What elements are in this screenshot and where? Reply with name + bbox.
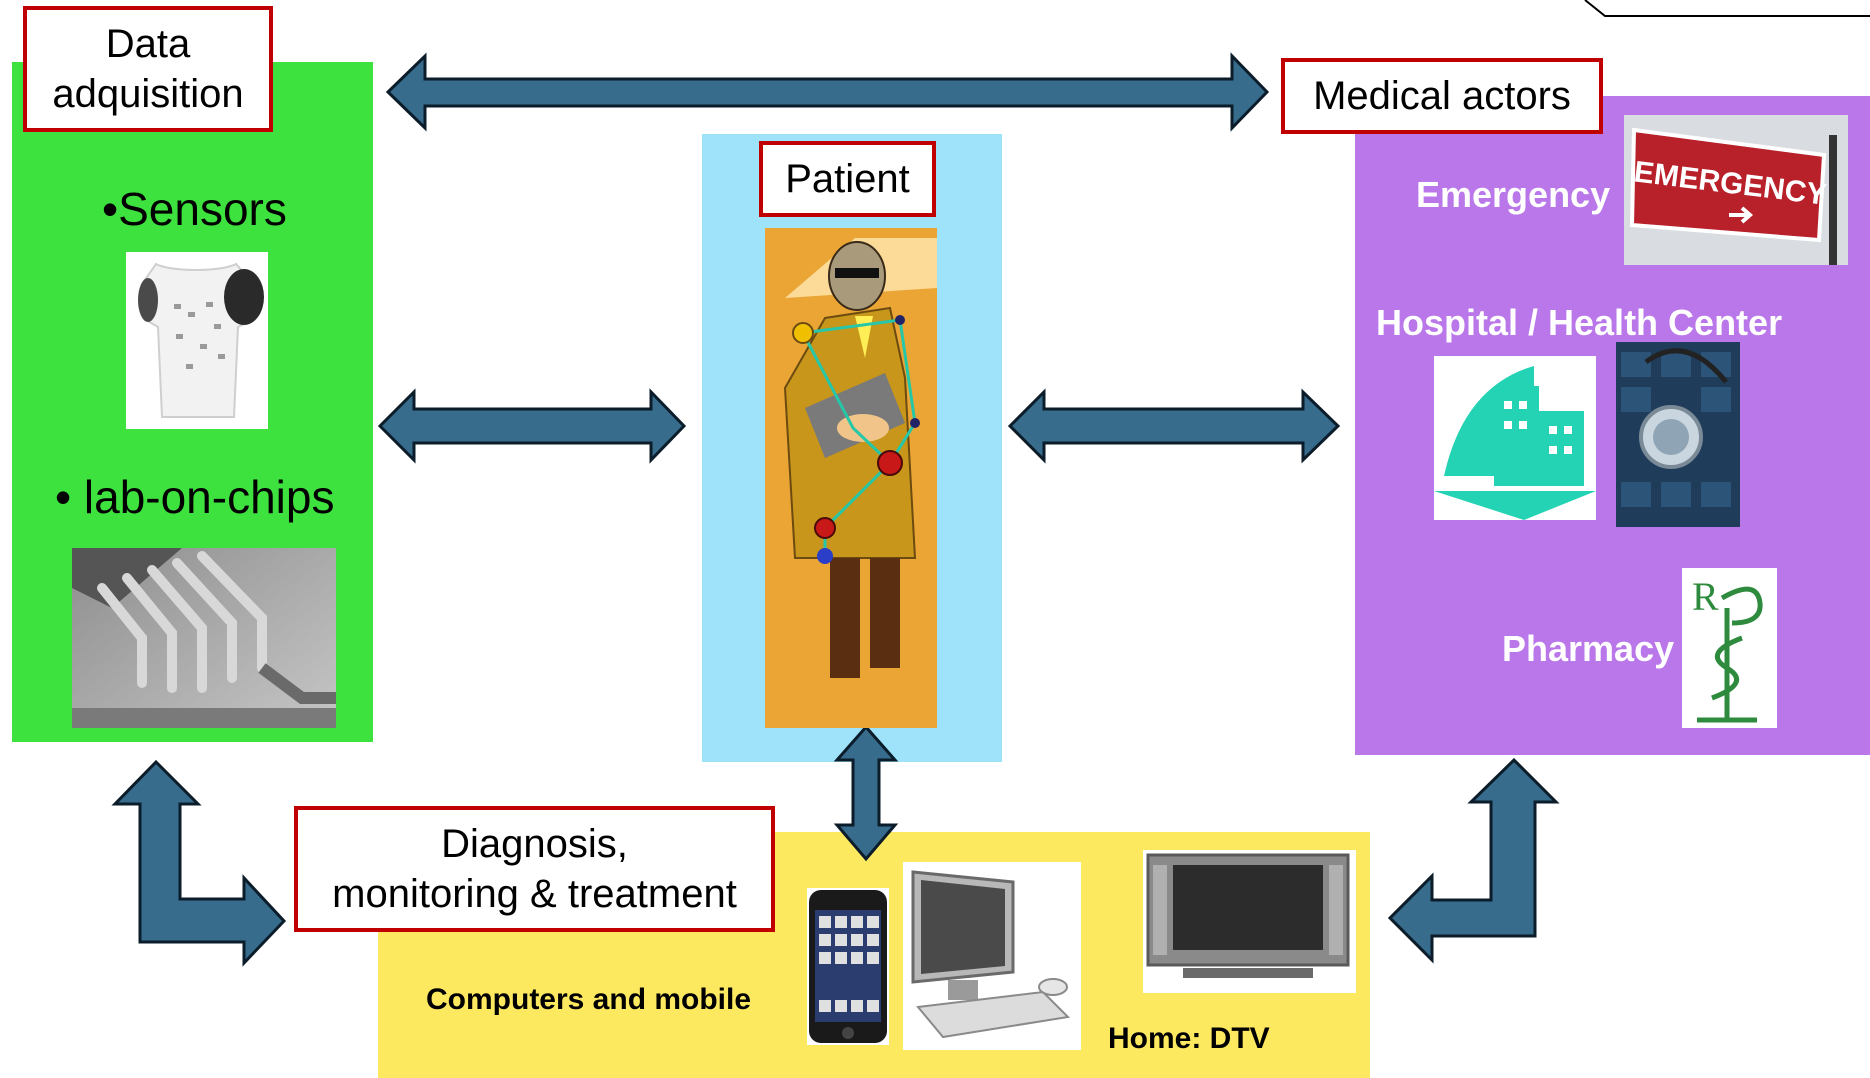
medical-actors-label: Medical actors <box>1281 58 1603 134</box>
patient-label: Patient <box>759 141 936 217</box>
television-icon <box>1143 850 1356 993</box>
svg-text:R: R <box>1692 574 1719 619</box>
devices-medical-arrow <box>1387 757 1560 964</box>
diagnosis-label: Diagnosis, monitoring & treatment <box>294 806 775 932</box>
pharmacy-symbol-icon: R <box>1682 568 1777 728</box>
patient-devices-arrow <box>833 724 899 862</box>
desktop-computer-icon <box>903 862 1081 1050</box>
pharmacy-text: Pharmacy <box>1502 628 1675 669</box>
sensor-shirt-icon <box>126 252 268 429</box>
data-patient-arrow <box>377 388 687 464</box>
hospital-building-icon <box>1434 356 1596 520</box>
data-acquisition-label: Data adquisition <box>23 6 273 132</box>
patient-medical-arrow <box>1007 388 1341 464</box>
emergency-text: Emergency <box>1416 174 1611 215</box>
sensors-text: •Sensors <box>102 183 287 235</box>
diagnosis-line2: monitoring & treatment <box>332 872 737 916</box>
patient-text: Patient <box>785 157 910 201</box>
computers-mobile-text: Computers and mobile <box>426 983 752 1016</box>
emergency-sign-icon: EMERGENCY <box>1624 115 1848 265</box>
data-diagnosis-arrow <box>111 759 287 967</box>
medical-actors-text: Medical actors <box>1313 74 1571 118</box>
diagnosis-line1: Diagnosis, <box>441 822 628 866</box>
patient-figure-icon <box>765 228 937 728</box>
smartphone-icon <box>807 888 889 1045</box>
lab-on-chip-icon <box>72 548 336 728</box>
lab-on-chips-text: • lab-on-chips <box>55 471 335 523</box>
data-acquisition-line1: Data <box>105 22 191 66</box>
data-acquisition-line2: adquisition <box>52 72 244 116</box>
hospital-text: Hospital / Health Center <box>1376 302 1783 343</box>
stethoscope-icon <box>1616 342 1740 527</box>
home-dtv-text: Home: DTV <box>1108 1022 1270 1055</box>
top-double-arrow <box>385 52 1270 132</box>
corner-decoration <box>1584 0 1870 17</box>
